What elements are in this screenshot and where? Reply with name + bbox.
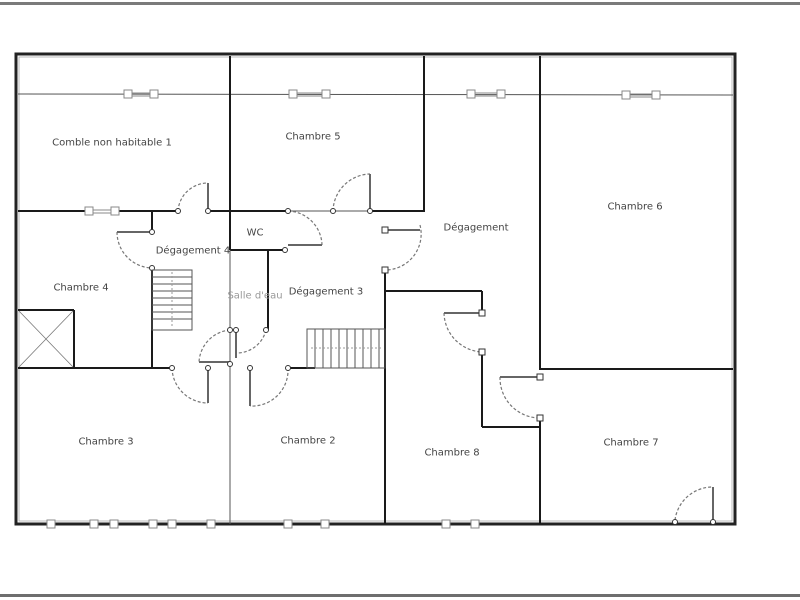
partition-walls (229, 210, 370, 524)
staircase-center (306, 328, 386, 369)
void-box (18, 310, 74, 368)
room-label-chambre-8: Chambre 8 (424, 447, 480, 459)
interior-walls (18, 56, 733, 524)
outer-walls (14, 52, 737, 526)
staircase-left (151, 269, 193, 331)
page-top-border (0, 2, 800, 5)
room-label-degagement-3: Dégagement 3 (288, 286, 364, 298)
room-label-chambre-4: Chambre 4 (53, 282, 109, 294)
doors (116, 173, 716, 525)
room-label-wc: WC (246, 227, 264, 239)
room-label-degagement-4: Dégagement 4 (155, 245, 231, 257)
room-label-chambre-5: Chambre 5 (285, 131, 341, 143)
room-label-chambre-6: Chambre 6 (607, 201, 663, 213)
page-bottom-border (0, 594, 800, 597)
roof-lines (17, 93, 734, 96)
room-label-salle-d-eau: Salle d'eau (227, 290, 283, 302)
windows (46, 89, 661, 529)
room-label-chambre-7: Chambre 7 (603, 437, 659, 449)
room-label-chambre-3: Chambre 3 (78, 436, 134, 448)
room-label-chambre-2: Chambre 2 (280, 435, 336, 447)
room-label-degagement: Dégagement (443, 222, 509, 234)
room-label-comble-1: Comble non habitable 1 (52, 137, 172, 149)
